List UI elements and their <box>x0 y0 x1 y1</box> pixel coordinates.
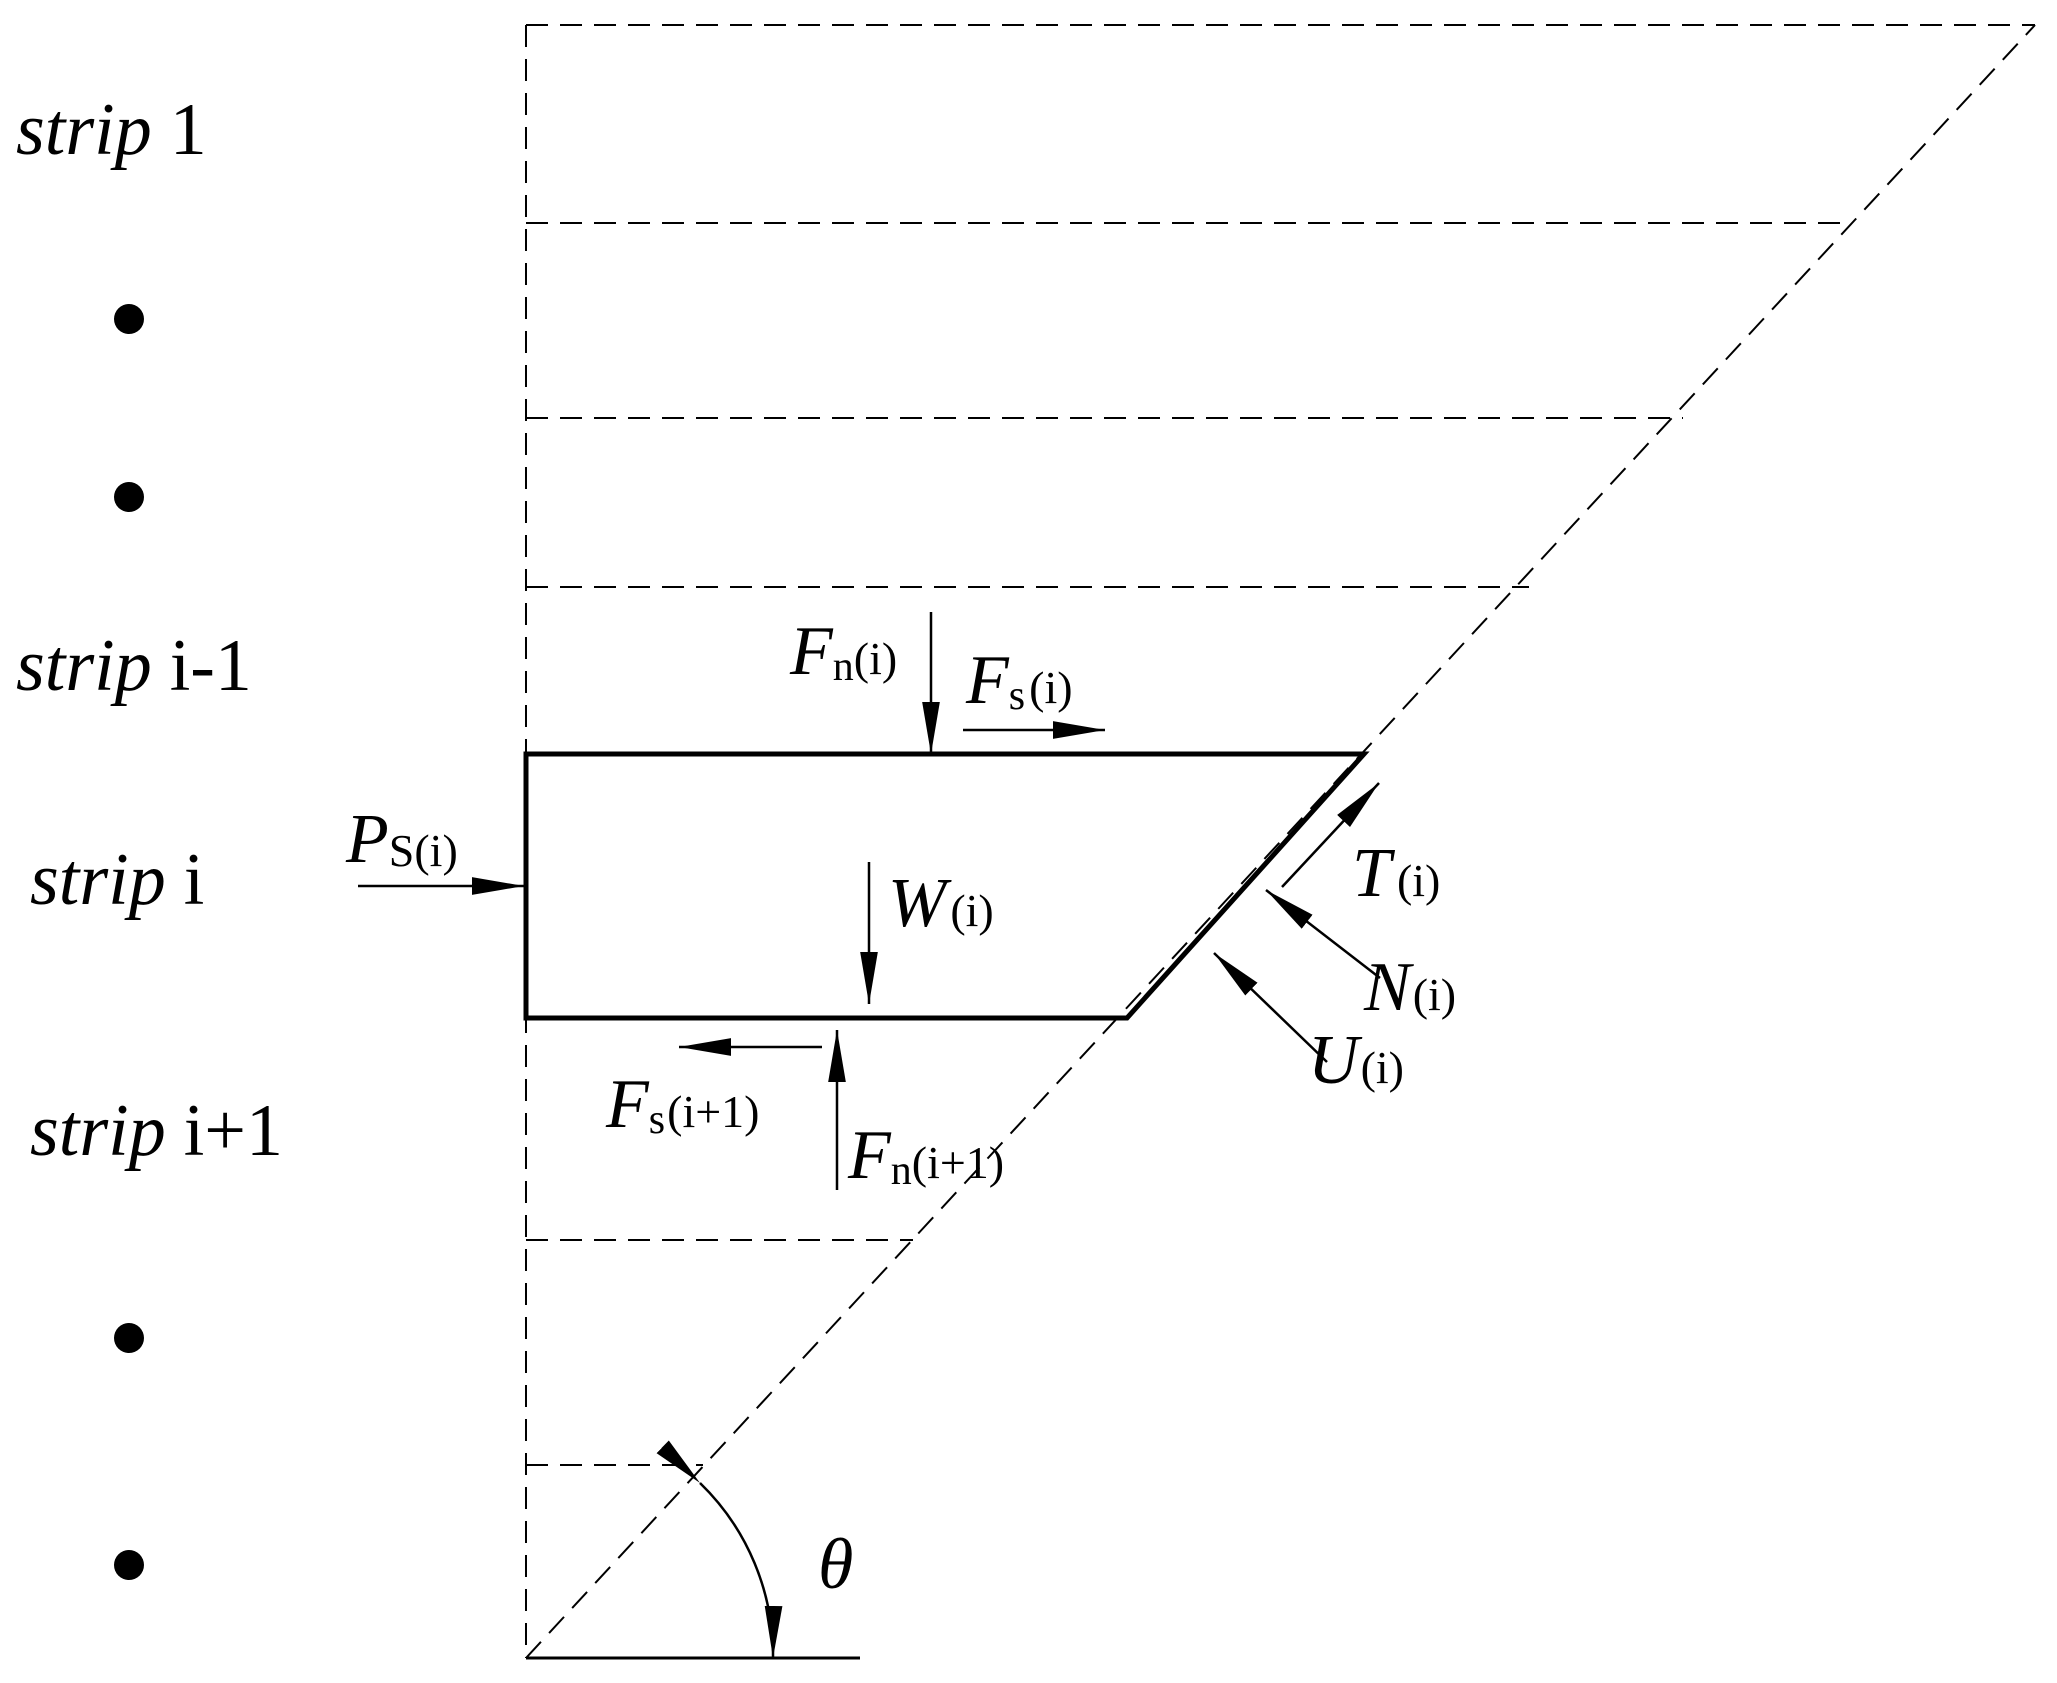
strip-i-outline <box>523 751 1370 1021</box>
ellipsis-bullets <box>114 304 144 1580</box>
label-Fs-i+1: Fs(i+1) <box>605 1066 759 1143</box>
label-Ps-i: PS(i) <box>345 801 458 878</box>
label-theta: θ <box>818 1524 853 1604</box>
arrow-U-i <box>1213 952 1328 1063</box>
wedge-outline <box>525 24 2036 1659</box>
strip-word: strip <box>16 625 152 707</box>
bullet <box>114 482 144 512</box>
strip-word: strip <box>30 839 166 921</box>
label-W-i: W(i) <box>888 865 994 942</box>
bullet <box>114 1323 144 1353</box>
bullet <box>114 304 144 334</box>
strip-word: strip <box>16 89 152 171</box>
strip-index: i+1 <box>184 1090 283 1172</box>
label-Fn-i: Fn(i) <box>789 613 897 690</box>
strip-word: strip <box>30 1090 166 1172</box>
strip-index: i-1 <box>170 625 252 707</box>
label-Fs-i: Fs(i) <box>965 642 1073 719</box>
force-arrows <box>358 612 1381 1190</box>
label-T-i: T(i) <box>1352 835 1440 912</box>
label-N-i: N(i) <box>1363 949 1456 1026</box>
strip-index: 1 <box>170 89 207 171</box>
label-U-i: U(i) <box>1308 1022 1404 1099</box>
slip-plane-line <box>525 24 2036 1659</box>
arrow-N-i <box>1265 889 1381 979</box>
label-Fn-i+1: Fn(i+1) <box>847 1117 1004 1194</box>
angle-arc <box>656 1440 783 1659</box>
bullet <box>114 1550 144 1580</box>
strip-index: i <box>184 839 205 921</box>
arrow-T-i <box>1281 782 1380 888</box>
